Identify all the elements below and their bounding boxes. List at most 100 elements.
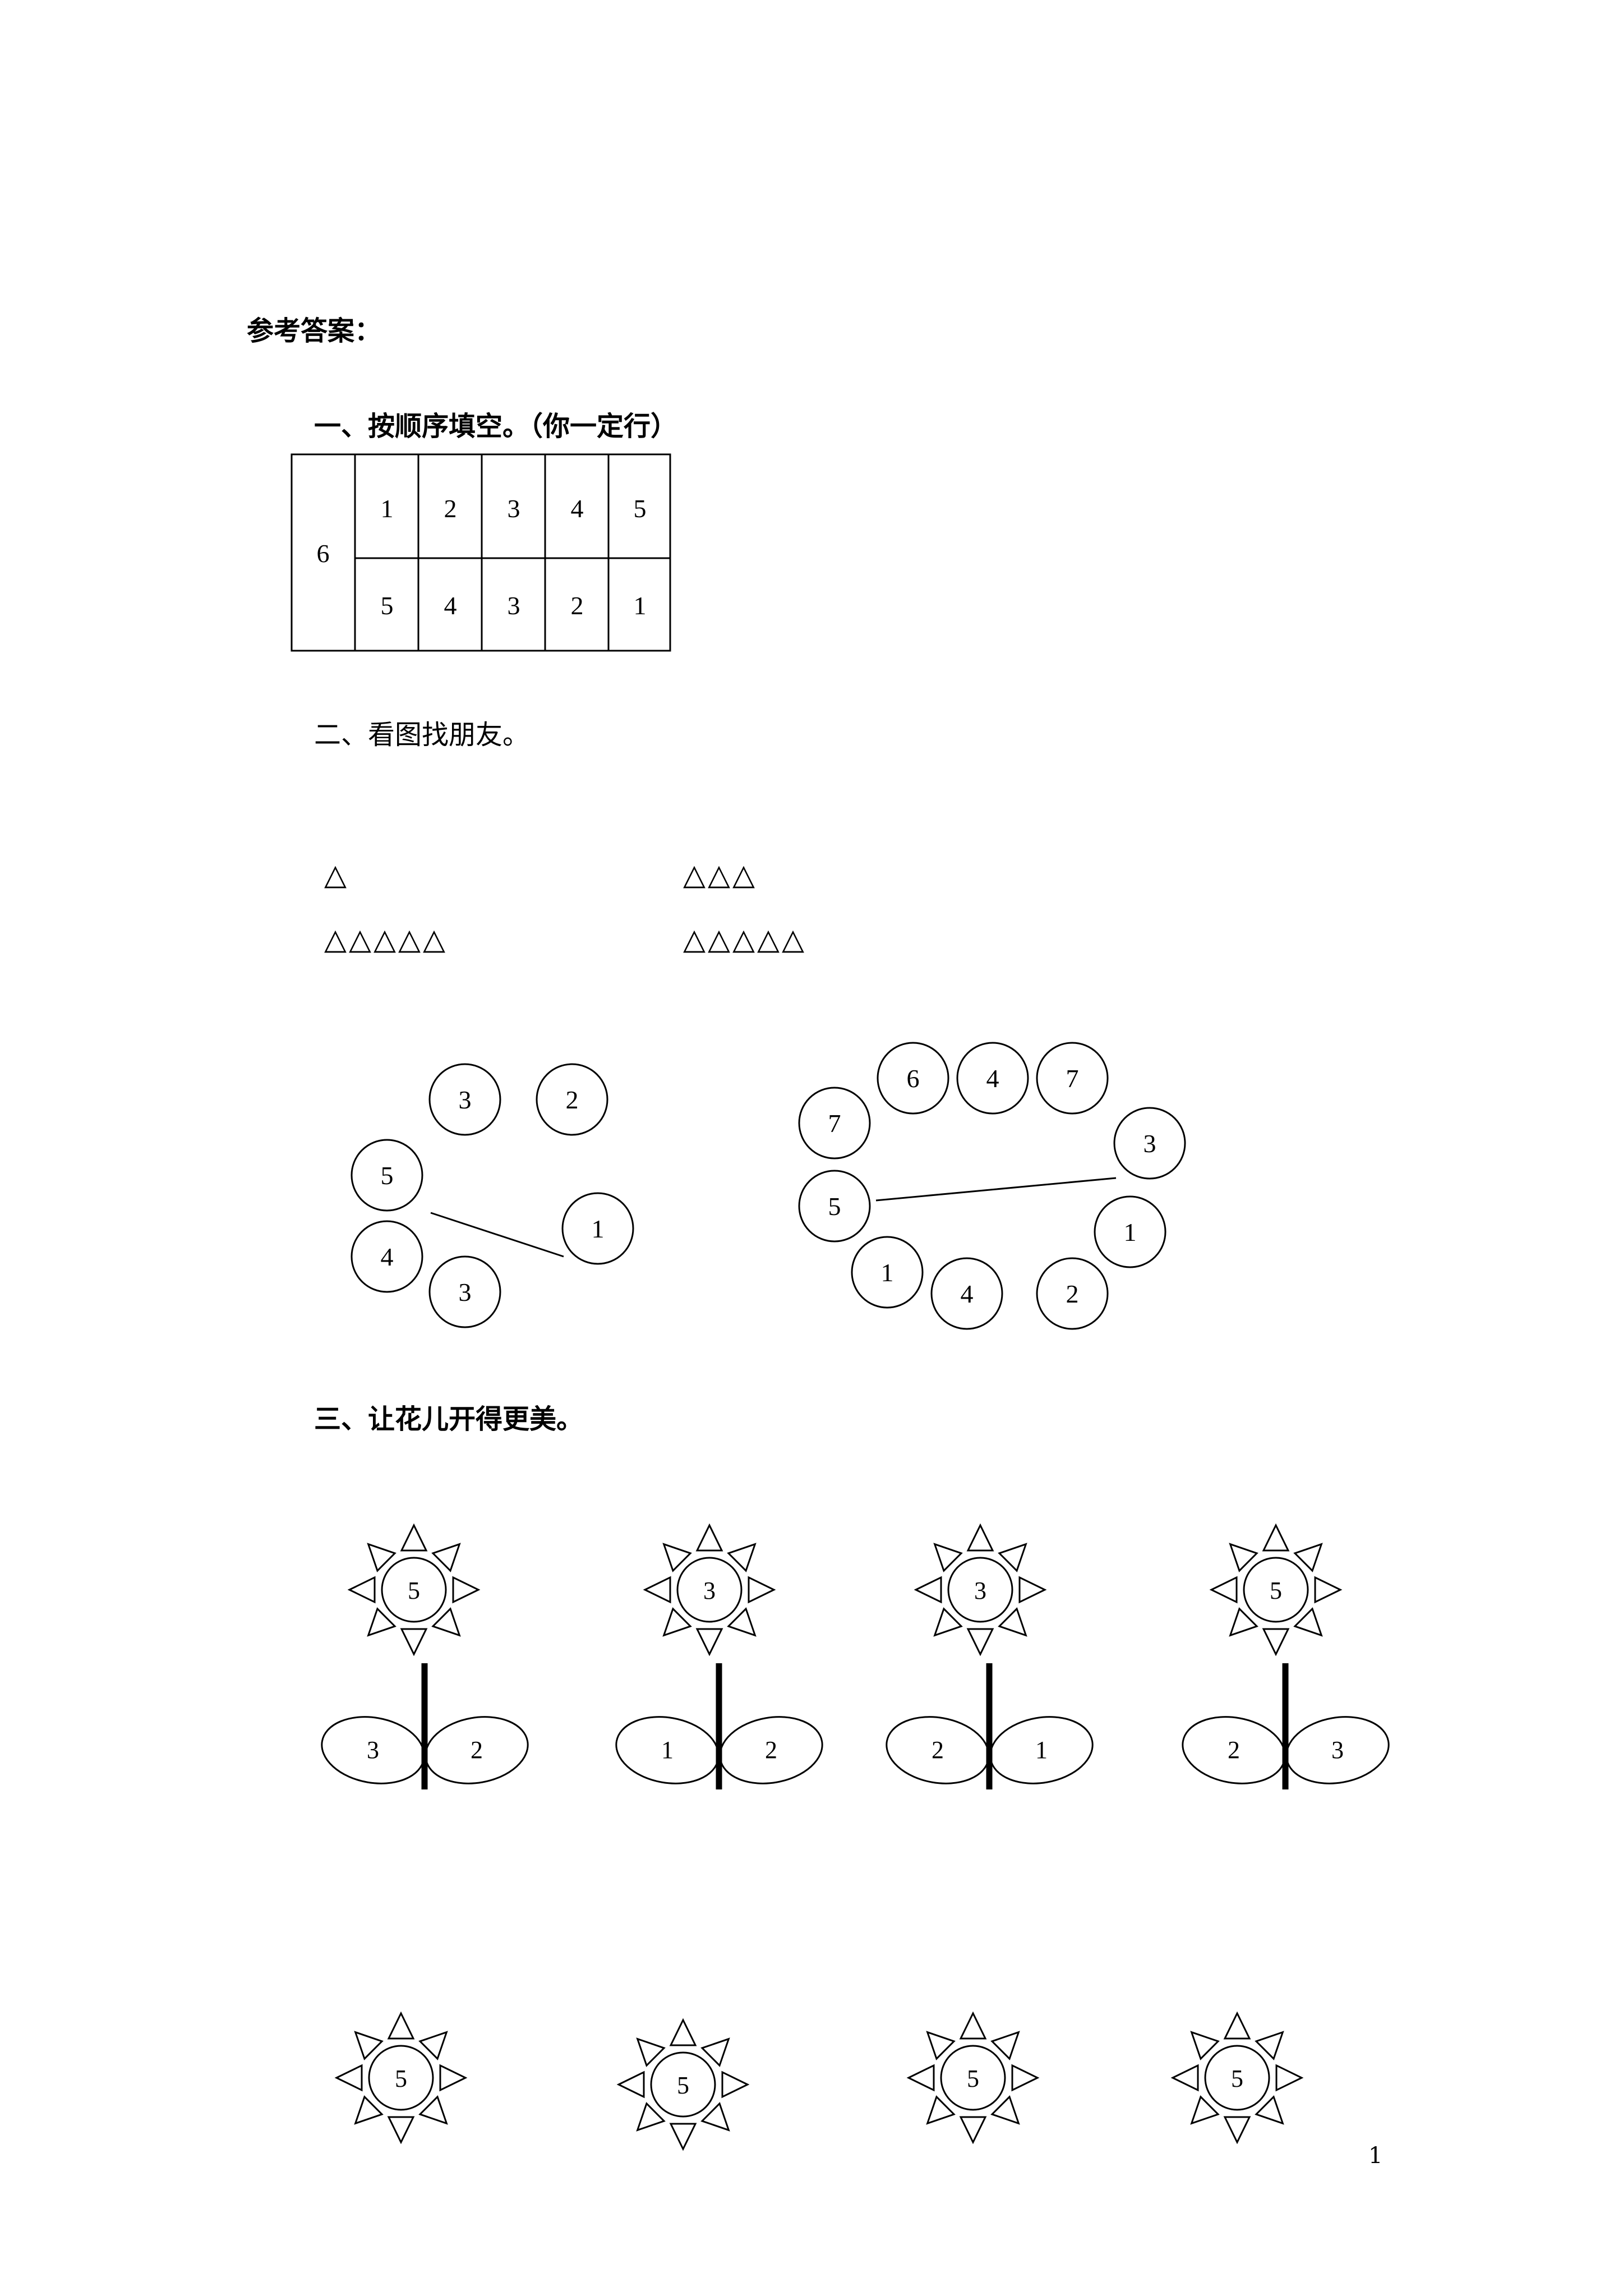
table-cell: 3	[508, 591, 520, 620]
sun-petal-triangle	[1255, 2095, 1284, 2125]
leaf-number: 2	[1228, 1736, 1240, 1764]
sun-petal-triangle	[933, 1543, 963, 1572]
sun-petal-triangle	[387, 2011, 415, 2040]
circle-number: 4	[381, 1243, 394, 1271]
circle-number: 6	[907, 1064, 920, 1093]
sun-petal-triangle	[452, 1576, 481, 1604]
sun-center-circle	[676, 1557, 743, 1623]
number-circle	[428, 1063, 501, 1136]
sun-petal-triangle	[400, 1628, 428, 1657]
table-cell: 2	[444, 494, 457, 523]
number-circle	[351, 1139, 423, 1212]
sun-petal-triangle	[387, 2116, 415, 2145]
table-cell: 4	[571, 494, 584, 523]
circle-number: 3	[1144, 1129, 1156, 1158]
number-circle	[930, 1257, 1003, 1330]
sun-center-circle	[947, 1557, 1013, 1623]
sun-petal-triangle	[1223, 2011, 1251, 2040]
leaf-number: 2	[932, 1736, 944, 1764]
sun-petal-triangle	[367, 1543, 396, 1572]
sun-petal-triangle	[1293, 1607, 1323, 1637]
leaf-number: 1	[1035, 1736, 1048, 1764]
sun-petal-triangle	[418, 2031, 448, 2060]
section2-heading: 二、看图找朋友。	[314, 719, 530, 751]
sun-petal-triangle	[914, 1576, 942, 1604]
sun-petal-triangle	[367, 1607, 396, 1637]
sun-petal-triangle	[926, 2031, 956, 2060]
sun-center-circle	[381, 1557, 447, 1623]
match-line	[875, 1177, 1117, 1202]
sun-number: 5	[967, 2065, 979, 2092]
sun-petal-triangle	[669, 2123, 697, 2151]
leaf-number: 3	[367, 1736, 379, 1764]
sun-petal-triangle	[354, 2095, 384, 2125]
sun-petal-triangle	[354, 2031, 384, 2060]
circle-number: 5	[381, 1161, 394, 1190]
number-circle	[536, 1063, 608, 1136]
table-cell: 5	[634, 494, 647, 523]
sun-petal-triangle	[926, 2095, 956, 2125]
sun-petal-triangle	[721, 2070, 750, 2099]
number-circle	[877, 1042, 949, 1115]
sun-petal-triangle	[695, 1523, 723, 1552]
table-cell: 1	[381, 494, 394, 523]
number-circle	[956, 1042, 1029, 1115]
circle-number: 1	[1124, 1218, 1137, 1246]
flower-center-number: 5	[1270, 1577, 1282, 1604]
sun-petal-triangle	[662, 1607, 692, 1637]
sun-center-circle	[368, 2045, 434, 2111]
page-number: 1	[1368, 2143, 1383, 2169]
leaf-number: 3	[1331, 1736, 1344, 1764]
sun-petal-triangle	[1255, 2031, 1284, 2060]
match-line	[430, 1212, 564, 1258]
sun-petal-triangle	[1293, 1543, 1323, 1572]
sun-number: 5	[395, 2065, 407, 2092]
section1-heading: 一、按顺序填空。（你一定行）	[314, 411, 678, 442]
table-cell: 5	[381, 591, 394, 620]
sun-petal-triangle	[990, 2095, 1020, 2125]
sun-petal-triangle	[400, 1523, 428, 1552]
sun-petal-triangle	[1190, 2031, 1220, 2060]
leaf-number: 1	[661, 1736, 674, 1764]
flower-center-number: 5	[408, 1577, 420, 1604]
sun-petal-triangle	[431, 1543, 461, 1572]
circle-number: 2	[566, 1085, 579, 1114]
leaf-number: 2	[765, 1736, 777, 1764]
sun-petal-triangle	[1275, 2064, 1304, 2092]
circle-number: 1	[881, 1258, 894, 1287]
flower-center-number: 3	[974, 1577, 986, 1604]
sun-flowers	[334, 1523, 1343, 2151]
number-circle	[1036, 1042, 1109, 1115]
sun-petal-triangle	[1229, 1607, 1258, 1637]
triangle-row-1-right: △△△	[683, 858, 757, 892]
sun-petal-triangle	[933, 1607, 963, 1637]
flower-center-number: 3	[703, 1577, 716, 1604]
circle-number: 2	[1066, 1280, 1079, 1308]
number-circle	[428, 1255, 501, 1328]
circle-number: 1	[592, 1214, 605, 1243]
sun-petal-triangle	[700, 2037, 730, 2067]
number-circle	[798, 1087, 871, 1159]
sun-petal-triangle	[700, 2102, 730, 2132]
table-cell: 1	[634, 591, 647, 620]
circle-number: 7	[828, 1109, 841, 1138]
sun-petal-triangle	[959, 2116, 987, 2145]
sun-petal-triangle	[959, 2011, 987, 2040]
table-cell: 2	[571, 591, 584, 620]
circle-number: 4	[961, 1280, 974, 1308]
circle-number: 3	[459, 1085, 472, 1114]
sun-petal-triangle	[990, 2031, 1020, 2060]
sun-petal-triangle	[727, 1543, 757, 1572]
sun-center-circle	[940, 2045, 1006, 2111]
sun-petal-triangle	[748, 1576, 776, 1604]
number-circle	[798, 1170, 871, 1243]
sun-center-circle	[1204, 2045, 1270, 2111]
sun-petal-triangle	[431, 1607, 461, 1637]
sun-petal-triangle	[418, 2095, 448, 2125]
sun-petal-triangle	[998, 1543, 1027, 1572]
sun-petal-triangle	[616, 2070, 645, 2099]
circle-number: 7	[1066, 1064, 1079, 1093]
answer-title: 参考答案：	[247, 315, 382, 347]
number-table	[291, 453, 671, 652]
number-circle	[351, 1220, 423, 1293]
